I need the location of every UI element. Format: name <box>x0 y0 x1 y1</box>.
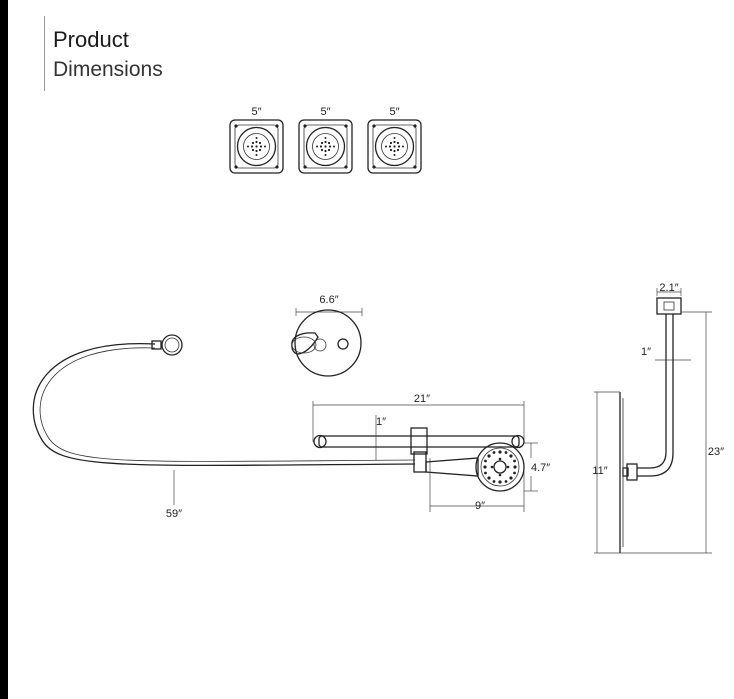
valve-trim-label: 6.6″ <box>319 294 338 306</box>
flange-width-label: 2.1″ <box>659 282 678 294</box>
body-spray-2-label: 5″ <box>320 106 330 118</box>
body-spray-2 <box>298 119 353 174</box>
slide-bar-length-label: 21″ <box>414 393 430 405</box>
hose-length-label: 59″ <box>166 508 182 520</box>
hand-shower-length-label: 9″ <box>475 500 485 512</box>
arm-height-label: 23″ <box>708 446 724 458</box>
valve-trim <box>291 308 363 377</box>
hand-shower-head-label: 4.7″ <box>531 462 550 474</box>
page-title: Product <box>53 27 129 52</box>
body-spray-3-label: 5″ <box>389 106 399 118</box>
hand-shower-head <box>430 442 538 512</box>
rain-head-label: 11″ <box>592 465 607 477</box>
body-spray-3 <box>367 119 422 174</box>
page-subtitle: Dimensions <box>53 58 163 81</box>
left-edge-bar <box>0 0 8 699</box>
shower-hose <box>32 334 416 505</box>
arm-diameter-label: 1″ <box>641 346 651 358</box>
body-spray-1-label: 5″ <box>251 106 261 118</box>
slide-bar <box>312 401 525 512</box>
body-spray-1 <box>229 119 284 174</box>
slide-bar-depth-label: 1″ <box>376 416 386 428</box>
rain-shower-side-view <box>594 288 712 554</box>
header-divider <box>44 16 45 91</box>
